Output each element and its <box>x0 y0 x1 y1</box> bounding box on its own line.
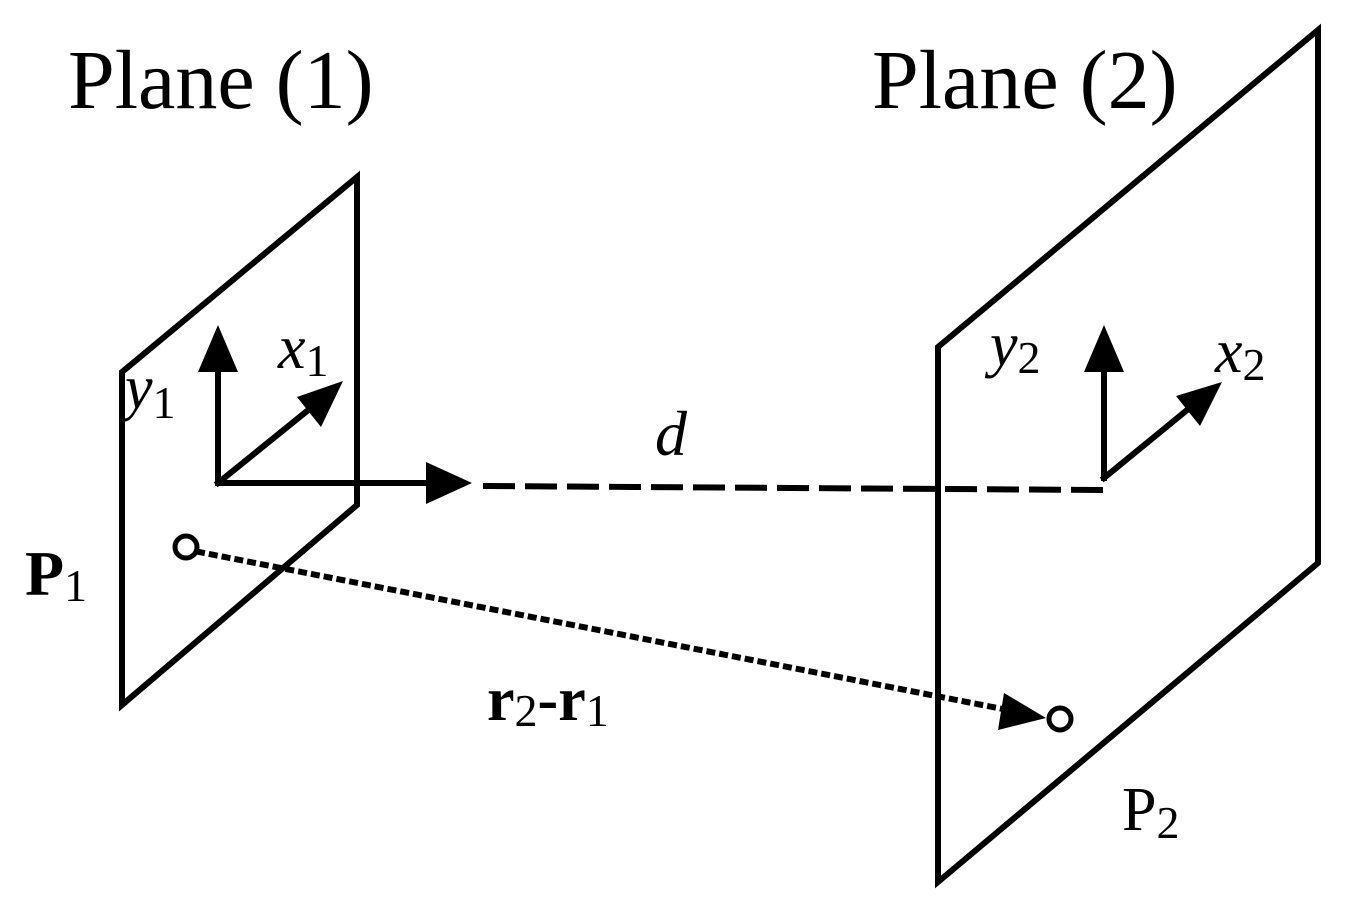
x1-arrowhead <box>297 381 343 427</box>
plane-2-outline <box>935 23 1321 889</box>
z-arrowhead <box>426 462 472 504</box>
x2-arrowhead <box>1176 382 1222 426</box>
point-p1-label: P1 <box>25 538 87 611</box>
point-p1-marker <box>172 533 200 561</box>
x2-axis-line <box>1099 401 1197 483</box>
vector-arrowhead <box>998 693 1046 730</box>
plane-1-outline <box>119 170 360 712</box>
y2-label: y2 <box>984 311 1041 383</box>
vector-line <box>195 548 1022 716</box>
distance-line <box>482 482 1104 494</box>
plane-2-title: Plane (2) <box>872 34 1178 127</box>
plane-1-axes <box>198 325 472 504</box>
plane-2-axes <box>1084 325 1222 483</box>
distance-label: d <box>655 398 688 469</box>
x1-axis-line <box>213 402 317 488</box>
plane-1-title: Plane (1) <box>68 34 374 127</box>
x2-label: x2 <box>1214 318 1266 390</box>
vector-label: r2-r1 <box>487 666 609 736</box>
point-p2-marker <box>1046 705 1074 733</box>
y2-arrowhead <box>1084 325 1124 372</box>
y1-arrowhead <box>198 325 238 372</box>
point-p2-label: P2 <box>1122 776 1179 848</box>
y1-label: y1 <box>119 354 176 428</box>
x1-label: x1 <box>277 314 329 386</box>
